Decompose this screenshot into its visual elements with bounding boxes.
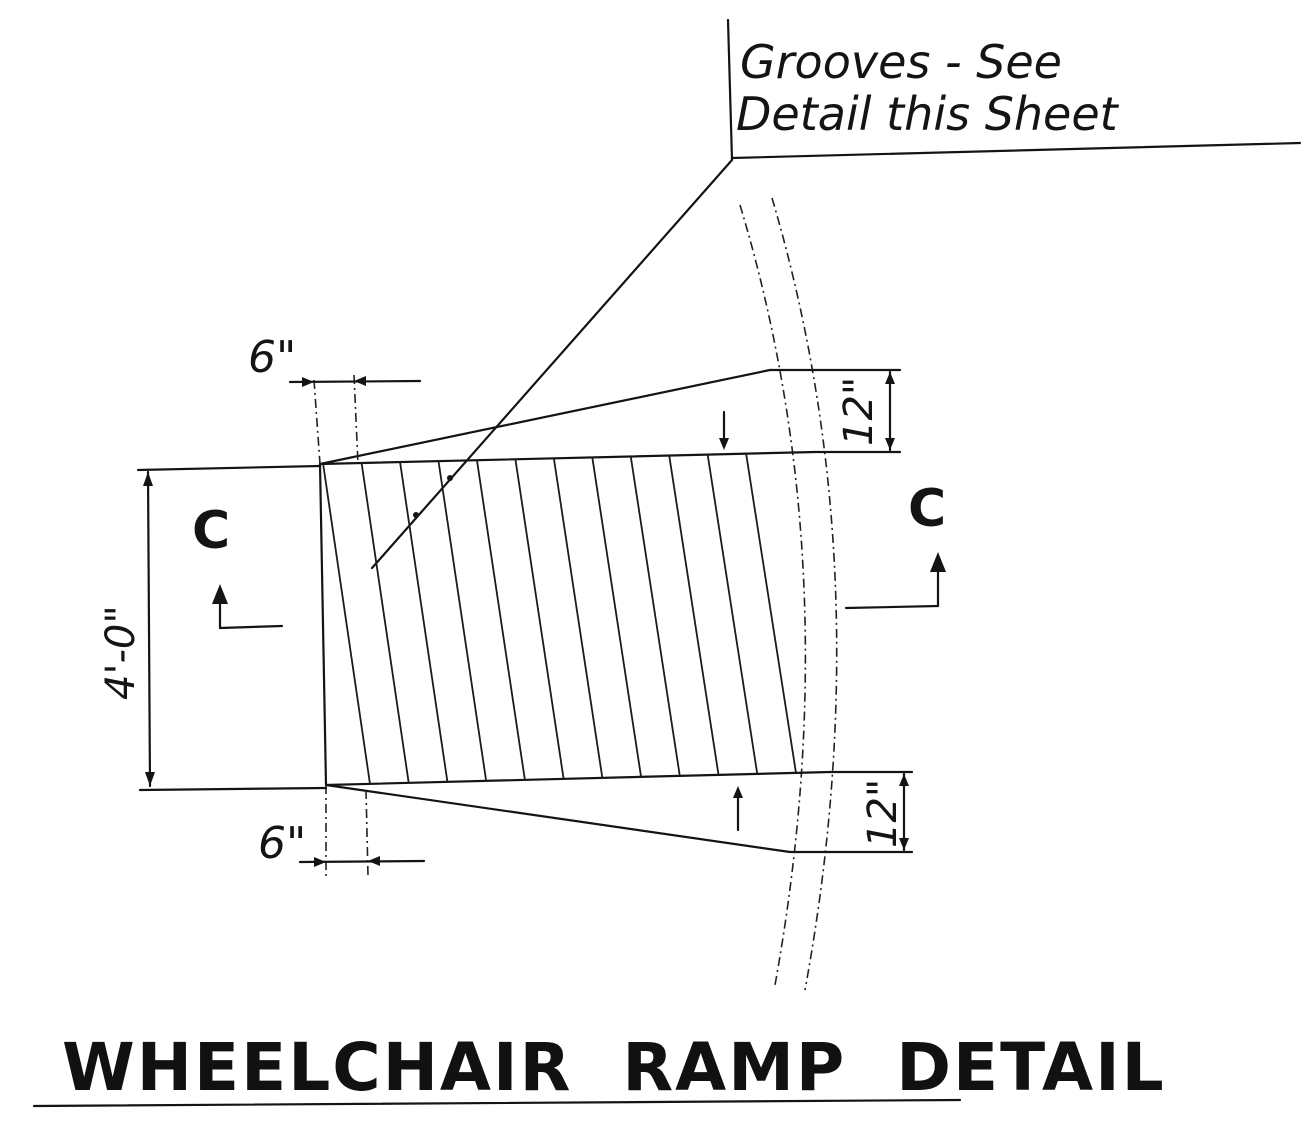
groove-line xyxy=(360,461,410,784)
dim-bottom-gap xyxy=(298,785,426,877)
drawing-title: WHEELCHAIR RAMP DETAIL xyxy=(62,1029,1166,1106)
dim-bottom-gap-label: 6" xyxy=(258,818,306,869)
groove-hatching xyxy=(322,452,797,785)
groove-line xyxy=(745,452,797,774)
section-marker-right xyxy=(844,552,946,610)
dim-top-flare-label: 12" xyxy=(836,377,882,446)
section-label-left: C xyxy=(192,501,230,561)
title-underline xyxy=(32,1098,962,1108)
groove-line xyxy=(629,455,681,777)
dim-top-gap xyxy=(288,374,422,465)
groove-line xyxy=(437,460,488,782)
groove-line xyxy=(591,456,642,778)
groove-line xyxy=(322,462,371,785)
groove-line xyxy=(514,458,565,780)
dim-top-gap-label: 6" xyxy=(248,332,296,383)
section-label-right: C xyxy=(908,479,946,539)
dim-top-flare xyxy=(719,368,902,454)
note-leader xyxy=(370,18,1302,570)
section-marker-left xyxy=(212,584,284,630)
dim-bottom-flare xyxy=(733,770,914,854)
groove-line xyxy=(706,453,759,775)
groove-line xyxy=(668,454,720,776)
groove-line xyxy=(399,461,449,783)
note-line-1: Grooves - See xyxy=(740,35,1062,89)
dim-ramp-width xyxy=(136,464,328,792)
groove-line xyxy=(552,457,604,779)
note-line-2: Detail this Sheet xyxy=(736,87,1120,141)
ramp-outline xyxy=(318,368,832,854)
dim-ramp-width-label: 4'-0" xyxy=(98,605,144,700)
curb-line xyxy=(739,197,838,991)
dim-bottom-flare-label: 12" xyxy=(860,779,906,848)
groove-line xyxy=(475,459,526,781)
